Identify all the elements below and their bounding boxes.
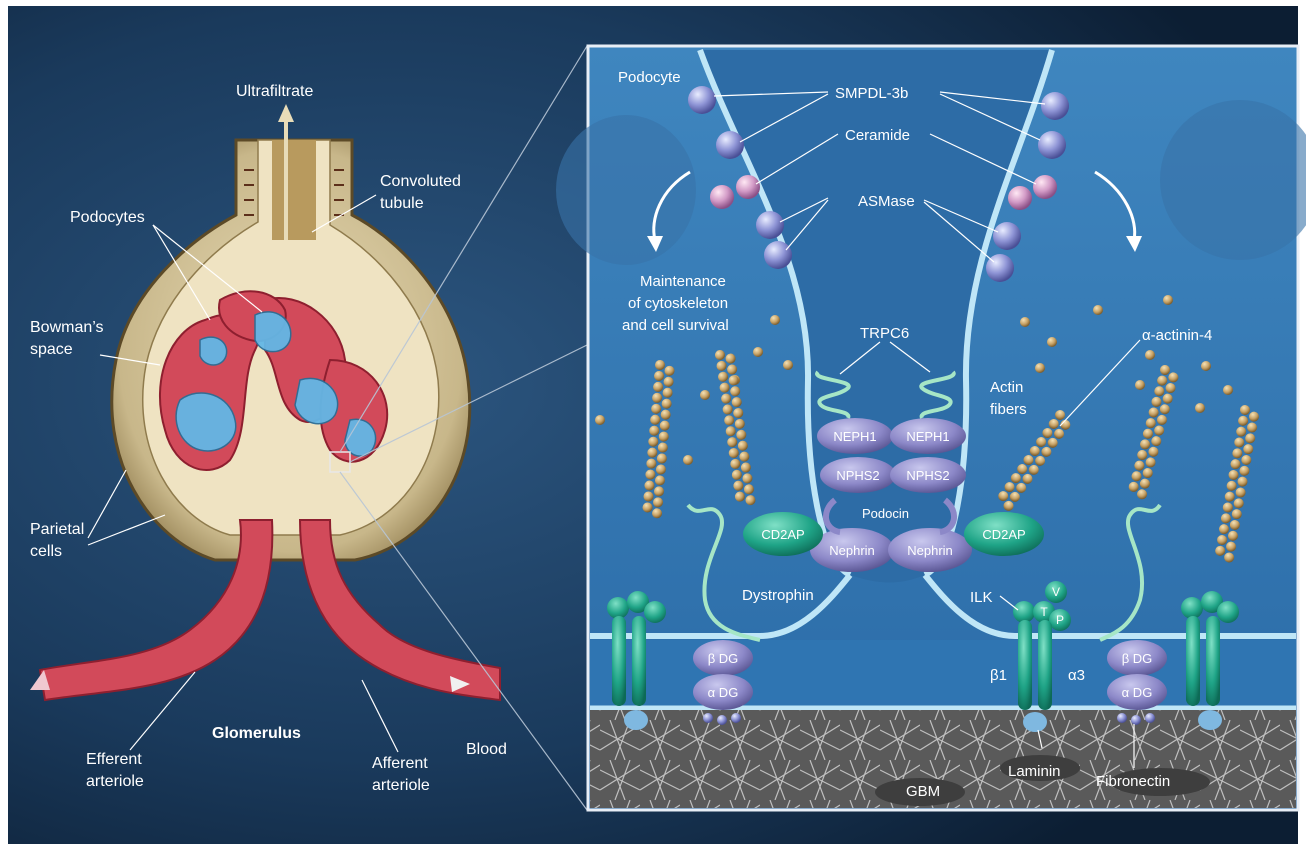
label-efferent-1: Efferent — [86, 751, 142, 768]
label-alpha3: α3 — [1068, 667, 1085, 684]
label-actinin: α-actinin-4 — [1142, 327, 1212, 344]
label-nephrin-right: Nephrin — [907, 543, 953, 558]
label-convoluted-1: Convoluted — [380, 173, 461, 190]
label-convoluted-2: tubule — [380, 195, 424, 212]
label-podocin: Podocin — [862, 506, 909, 521]
label-laminin: Laminin — [1008, 763, 1061, 780]
label-beta-dg-right: β DG — [1122, 651, 1153, 666]
label-nphs2-right: NPHS2 — [906, 468, 949, 483]
label-bowmans-1: Bowman’s — [30, 319, 104, 336]
label-maintenance-3: and cell survival — [622, 317, 729, 334]
label-afferent-1: Afferent — [372, 755, 428, 772]
label-actin-2: fibers — [990, 401, 1027, 418]
label-cd2ap-right: CD2AP — [982, 527, 1025, 542]
label-maintenance-2: of cytoskeleton — [628, 295, 728, 312]
label-alpha-dg-left: α DG — [708, 685, 739, 700]
label-glomerulus: Glomerulus — [212, 725, 301, 742]
label-blood: Blood — [466, 741, 507, 758]
label-beta-dg-left: β DG — [708, 651, 739, 666]
label-cd2ap-left: CD2AP — [761, 527, 804, 542]
label-alpha-dg-right: α DG — [1122, 685, 1153, 700]
label-maintenance-1: Maintenance — [640, 273, 726, 290]
label-ultrafiltrate: Ultrafiltrate — [236, 83, 313, 100]
label-efferent-2: arteriole — [86, 773, 144, 790]
label-podocyte: Podocyte — [618, 69, 681, 86]
label-trpc6: TRPC6 — [860, 325, 909, 342]
label-beta1: β1 — [990, 667, 1007, 684]
label-neph1-left: NEPH1 — [833, 429, 876, 444]
label-t: T — [1040, 605, 1048, 619]
label-afferent-2: arteriole — [372, 777, 430, 794]
label-nephrin-left: Nephrin — [829, 543, 875, 558]
label-ilk: ILK — [970, 589, 993, 606]
label-podocytes: Podocytes — [70, 209, 145, 226]
label-smpdl: SMPDL-3b — [835, 85, 908, 102]
label-ceramide: Ceramide — [845, 127, 910, 144]
label-neph1-right: NEPH1 — [906, 429, 949, 444]
label-parietal-2: cells — [30, 543, 62, 560]
label-fibronectin: Fibronectin — [1096, 773, 1170, 790]
label-bowmans-2: space — [30, 341, 73, 358]
label-asmase: ASMase — [858, 193, 915, 210]
label-dystrophin: Dystrophin — [742, 587, 814, 604]
label-p: P — [1056, 613, 1064, 627]
label-parietal-1: Parietal — [30, 521, 84, 538]
detail-panel: Podocyte SMPDL-3b Ceramide ASMase Mainte… — [556, 46, 1306, 810]
label-actin-1: Actin — [990, 379, 1023, 396]
label-nphs2-left: NPHS2 — [836, 468, 879, 483]
label-gbm: GBM — [906, 783, 940, 800]
label-v: V — [1052, 585, 1060, 599]
